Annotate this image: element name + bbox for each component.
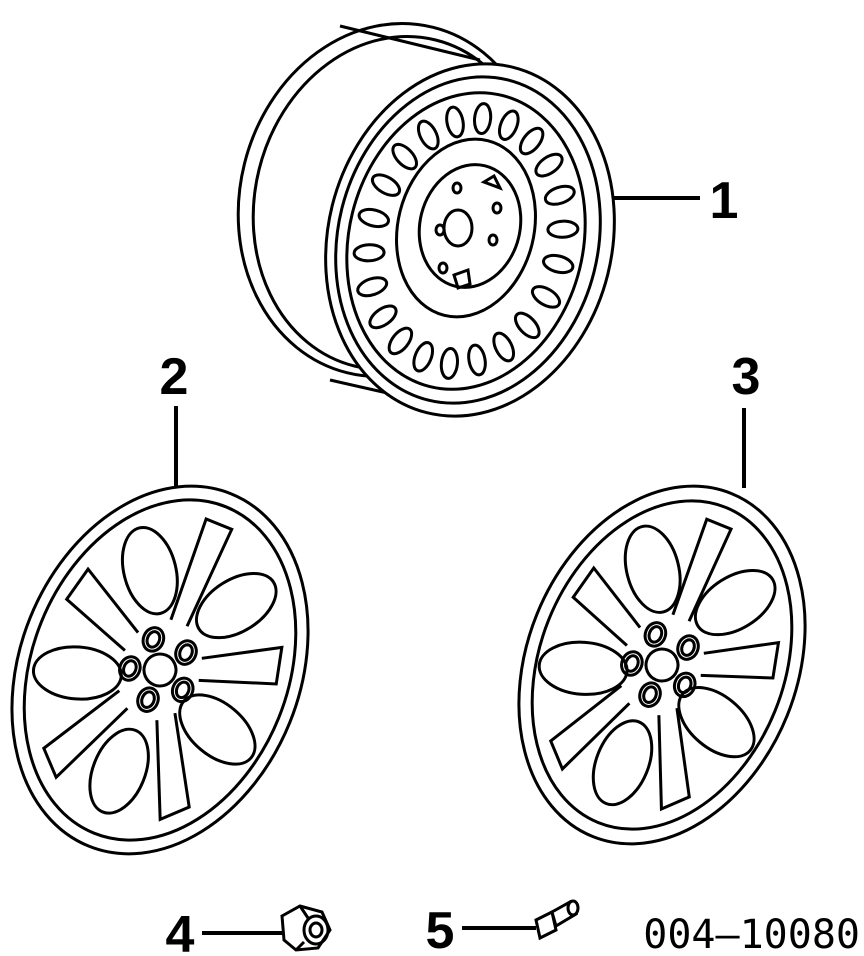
cover-2-lug-holes — [118, 626, 198, 713]
steel-wheel-part-1 — [236, 22, 700, 418]
cover-lug-hole — [643, 621, 668, 648]
cover-lug-hole-inner — [174, 680, 191, 700]
wheel-disc — [345, 91, 587, 391]
wheel-hub-notch — [452, 267, 472, 290]
cover-lug-hole — [638, 681, 662, 708]
wheel-hub-ring — [395, 137, 537, 319]
lug-nut-bore — [308, 921, 324, 939]
wheel-vent-hole — [542, 253, 575, 275]
cover-3-spokes — [537, 517, 781, 812]
wheel-vent-hole — [439, 346, 460, 380]
cover-spoke — [548, 684, 631, 772]
valve-stem-tip — [566, 899, 580, 917]
wheel-hub-notch — [480, 173, 504, 191]
cover-lug-hole — [118, 655, 142, 682]
wheel-vent-hole — [492, 331, 516, 363]
wheel-vent-holes — [352, 102, 580, 380]
cover-spoke — [657, 707, 691, 812]
wheel-vent-hole — [412, 341, 435, 373]
cover-lug-hole-inner — [676, 675, 693, 695]
cover-spoke — [41, 689, 129, 780]
wheel-vent-hole — [467, 343, 487, 377]
cover-spoke — [671, 517, 734, 622]
cover-lug-hole-inner — [680, 638, 696, 657]
cover-lug-hole — [620, 650, 644, 677]
wheel-vent-hole — [546, 219, 580, 239]
wheel-cover-part-2 — [10, 484, 310, 856]
cover-lug-hole — [170, 676, 195, 704]
wheel-vent-hole — [370, 173, 402, 197]
wheel-vent-hole — [391, 142, 419, 171]
wheel-vent-hole — [445, 105, 465, 139]
wheel-vent-hole — [543, 184, 576, 206]
cover-window — [195, 571, 278, 640]
wheel-vent-hole — [357, 207, 390, 229]
lug-nut-part-4 — [202, 904, 332, 952]
cover-3-inner-rim — [530, 499, 794, 831]
cover-window — [693, 568, 777, 637]
cover-lug-hole — [136, 686, 160, 713]
cover-lug-hole — [672, 671, 697, 699]
wheel-vent-hole — [352, 243, 386, 263]
cover-lug-hole — [174, 639, 198, 666]
wheel-vent-hole — [368, 304, 398, 330]
callout-label-5: 5 — [426, 902, 455, 956]
cover-2-inner-rim — [22, 498, 298, 842]
cover-lug-hole — [141, 626, 166, 653]
cover-spoke — [571, 565, 642, 647]
cover-lug-hole — [676, 634, 700, 661]
cover-spoke — [700, 640, 781, 680]
callout-label-3: 3 — [732, 348, 761, 406]
wheel-barrel-top — [339, 24, 481, 62]
wheel-vent-hole — [387, 326, 414, 356]
callout-label-1: 1 — [710, 172, 739, 230]
valve-stem-part-5 — [462, 899, 580, 941]
wheel-vent-hole — [518, 126, 545, 156]
cover-spoke — [155, 712, 191, 822]
callout-label-2: 2 — [160, 348, 189, 406]
wheel-lug-hole — [434, 223, 446, 237]
wheel-lug-hole — [437, 261, 449, 275]
callout-label-4: 4 — [166, 906, 195, 956]
wheel-vent-hole — [472, 102, 493, 136]
wheel-vent-hole — [534, 152, 564, 178]
cover-window — [88, 727, 150, 815]
cover-spoke — [64, 566, 140, 652]
cover-lug-hole-inner — [647, 625, 664, 644]
valve-stem-base — [534, 909, 558, 941]
wheel-vent-hole — [416, 119, 440, 151]
wheel-vent-hole — [497, 109, 520, 141]
cover-3-lug-holes — [620, 621, 700, 708]
wheel-cover-part-3 — [517, 484, 807, 846]
wheel-vent-hole — [513, 311, 541, 340]
cover-3-outer-rim — [517, 484, 807, 846]
lug-nut-edge — [298, 905, 310, 919]
lug-nut-edge — [294, 940, 306, 952]
wheel-lug-hole — [487, 233, 499, 247]
lug-nut-face — [302, 914, 330, 946]
cover-window — [120, 526, 179, 616]
cover-spoke — [198, 645, 284, 686]
wheel-vent-hole — [356, 276, 389, 298]
cover-window — [591, 719, 654, 807]
cover-spoke — [169, 517, 234, 627]
diagram-code: 004–10080 — [643, 912, 860, 956]
cover-lug-hole-inner — [178, 643, 194, 662]
wheel-lug-hole — [491, 201, 503, 215]
wheel-lug-hole — [451, 181, 463, 195]
cover-lug-hole-inner — [624, 654, 640, 673]
wheel-hub-plate — [417, 163, 523, 289]
cover-lug-hole-inner — [145, 630, 162, 649]
cover-2-center-cap — [142, 652, 178, 688]
cover-lug-hole-inner — [642, 685, 658, 704]
cover-3-center-cap — [644, 647, 680, 683]
cover-window — [623, 524, 682, 614]
wheel-vent-hole — [530, 285, 562, 309]
cover-lug-hole-inner — [122, 659, 138, 678]
cover-lug-hole-inner — [140, 690, 156, 709]
wheel-front-rim-lip — [334, 75, 602, 405]
